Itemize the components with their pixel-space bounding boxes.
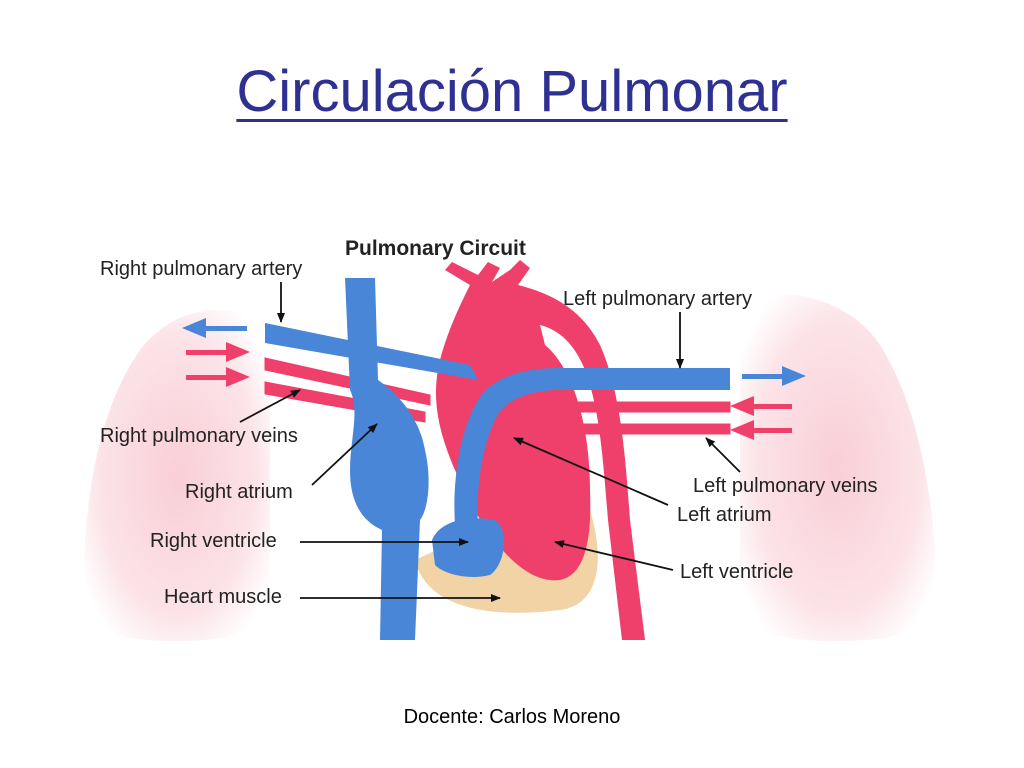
label-left-ventricle: Left ventricle: [680, 561, 793, 583]
slide-title: Circulación Pulmonar: [0, 58, 1024, 125]
vena-cava-and-right-heart: [345, 278, 429, 640]
label-right-pulmonary-artery: Right pulmonary artery: [100, 258, 302, 280]
red-flow-arrow-right-2: [186, 367, 250, 387]
leader-lines: [239, 282, 741, 602]
red-flow-arrow-left-1: [730, 396, 792, 416]
right-ventricle-shape: [432, 518, 505, 577]
diagram-title: Pulmonary Circuit: [345, 237, 526, 260]
blue-flow-arrow-left: [182, 318, 247, 338]
pulmonary-artery-trunk: [454, 368, 730, 528]
label-left-pulmonary-veins: Left pulmonary veins: [693, 475, 878, 497]
label-left-atrium: Left atrium: [677, 504, 771, 526]
blue-flow-arrow-right: [742, 366, 806, 386]
label-right-atrium: Right atrium: [185, 481, 293, 503]
red-flow-arrow-right-1: [186, 342, 250, 362]
footer-author: Docente: Carlos Moreno: [403, 706, 621, 728]
label-right-ventricle: Right ventricle: [150, 530, 277, 552]
red-flow-arrow-left-2: [730, 420, 792, 440]
right-lung: [84, 310, 270, 642]
left-lung: [740, 294, 936, 642]
label-left-pulmonary-artery: Left pulmonary artery: [563, 288, 752, 310]
label-right-pulmonary-veins: Right pulmonary veins: [100, 425, 298, 447]
slide-title-text: Circulación Pulmonar: [236, 59, 788, 124]
flow-arrows: [182, 318, 806, 440]
right-pulmonary-artery: [265, 323, 478, 380]
label-heart-muscle: Heart muscle: [164, 586, 282, 608]
